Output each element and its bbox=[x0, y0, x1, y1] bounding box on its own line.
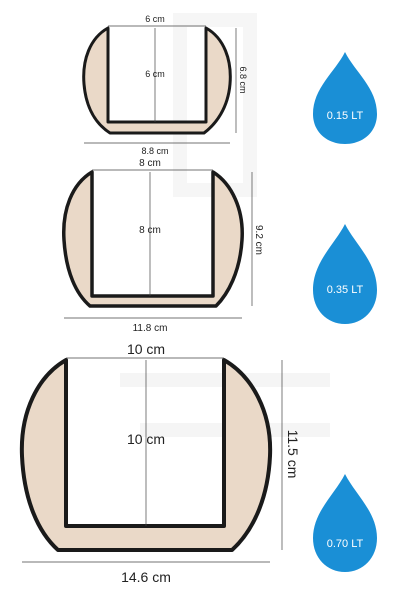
large-inner-width-label: 10 cm bbox=[127, 431, 165, 447]
small-bottom-width-label: 8.8 cm bbox=[141, 146, 168, 156]
medium-top-width-label: 8 cm bbox=[139, 158, 161, 169]
medium-cup: 8 cm 8 cm 9.2 cm 11.8 cm bbox=[62, 158, 264, 334]
drop-icon bbox=[313, 52, 377, 144]
medium-cup-body bbox=[62, 170, 244, 308]
large-top-width-label: 10 cm bbox=[127, 341, 165, 357]
large-bottom-width-label: 14.6 cm bbox=[121, 569, 171, 585]
large-volume-label: 0.70 LT bbox=[327, 538, 364, 550]
large-volume-drop: 0.70 LT bbox=[313, 474, 377, 572]
small-cup: 6 cm 6 cm 6.8 cm 8.8 cm bbox=[82, 14, 248, 156]
large-height-label: 11.5 cm bbox=[285, 430, 301, 479]
large-cup-body bbox=[19, 358, 273, 552]
medium-bottom-width-label: 11.8 cm bbox=[133, 323, 168, 334]
small-cup-body bbox=[82, 26, 232, 135]
medium-volume-drop: 0.35 LT bbox=[313, 224, 377, 324]
drop-icon bbox=[313, 474, 377, 572]
small-volume-drop: 0.15 LT bbox=[313, 52, 377, 144]
large-cup: 10 cm 10 cm 11.5 cm 14.6 cm bbox=[19, 341, 301, 585]
medium-volume-label: 0.35 LT bbox=[327, 284, 364, 296]
medium-inner-width-label: 8 cm bbox=[139, 225, 161, 236]
small-top-width-label: 6 cm bbox=[145, 14, 165, 24]
small-height-label: 6.8 cm bbox=[238, 66, 248, 93]
small-inner-width-label: 6 cm bbox=[145, 69, 165, 79]
medium-height-label: 9.2 cm bbox=[253, 225, 264, 255]
drop-icon bbox=[313, 224, 377, 324]
small-volume-label: 0.15 LT bbox=[327, 110, 364, 122]
